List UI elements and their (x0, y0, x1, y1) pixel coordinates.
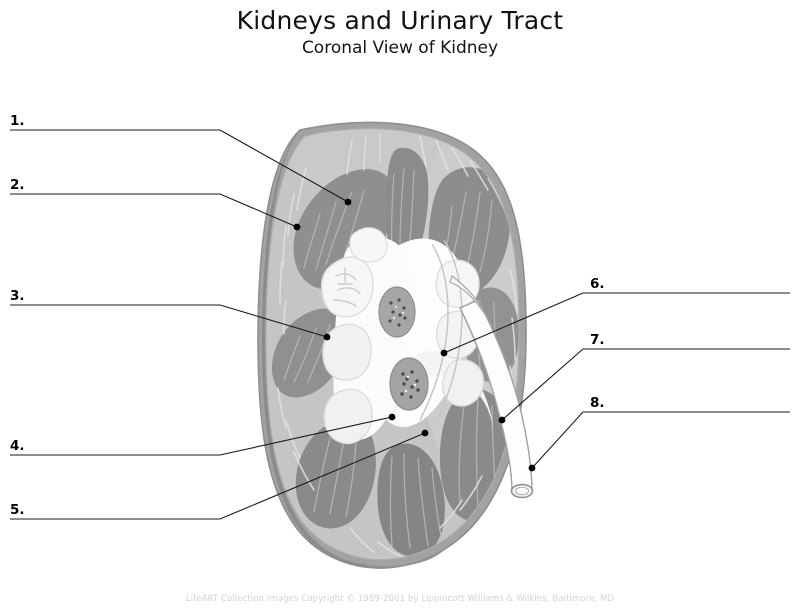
answer-label-8[interactable]: 8. (590, 395, 605, 411)
renal-pyramid (377, 443, 445, 557)
leader-dot-1 (344, 198, 352, 206)
renal-vessel-cross-section (389, 357, 429, 411)
answer-label-5[interactable]: 5. (10, 502, 25, 518)
page-title: Kidneys and Urinary Tract (236, 6, 564, 35)
leader-dot-3 (323, 333, 331, 341)
leader-dot-4 (388, 413, 396, 421)
leader-line-7 (501, 348, 790, 421)
leader-lines (10, 129, 790, 520)
leader-line-1 (10, 129, 349, 203)
leader-dot-5 (421, 429, 429, 437)
answer-label-7[interactable]: 7. (590, 332, 605, 348)
leader-line-4 (10, 416, 393, 456)
leader-line-3 (10, 304, 328, 338)
answer-label-3[interactable]: 3. (10, 288, 25, 304)
leader-dots (293, 198, 536, 472)
leader-dot-6 (440, 349, 448, 357)
minor-calyx (349, 227, 388, 263)
leader-line-5 (10, 432, 426, 520)
capsule-inner-outline (265, 128, 520, 561)
answer-label-2[interactable]: 2. (10, 177, 25, 193)
cortical-striations (277, 133, 518, 560)
leader-line-6 (443, 292, 790, 354)
ureter-lumen-inner (515, 486, 529, 496)
capsule-shadow (262, 130, 445, 569)
minor-calyces (320, 256, 374, 445)
ureter (449, 275, 534, 499)
renal-vessel-cross-section (378, 286, 416, 338)
leader-line-2 (10, 193, 298, 228)
ureteropelvic-junction (449, 275, 487, 317)
answer-label-4[interactable]: 4. (10, 438, 25, 454)
leader-dot-7 (498, 416, 506, 424)
answer-label-1[interactable]: 1. (10, 113, 25, 129)
page-subtitle: Coronal View of Kidney (301, 38, 499, 58)
title-block: Kidneys and Urinary Tract Coronal View o… (0, 0, 800, 59)
leader-dot-8 (528, 464, 536, 472)
answer-label-6[interactable]: 6. (590, 276, 605, 292)
copyright-footer: LifeART Collection Images Copyright © 19… (185, 594, 615, 604)
kidney-body (257, 121, 527, 569)
leader-line-8 (531, 411, 790, 469)
leader-dot-2 (293, 223, 301, 231)
capsule-outline (257, 121, 527, 569)
